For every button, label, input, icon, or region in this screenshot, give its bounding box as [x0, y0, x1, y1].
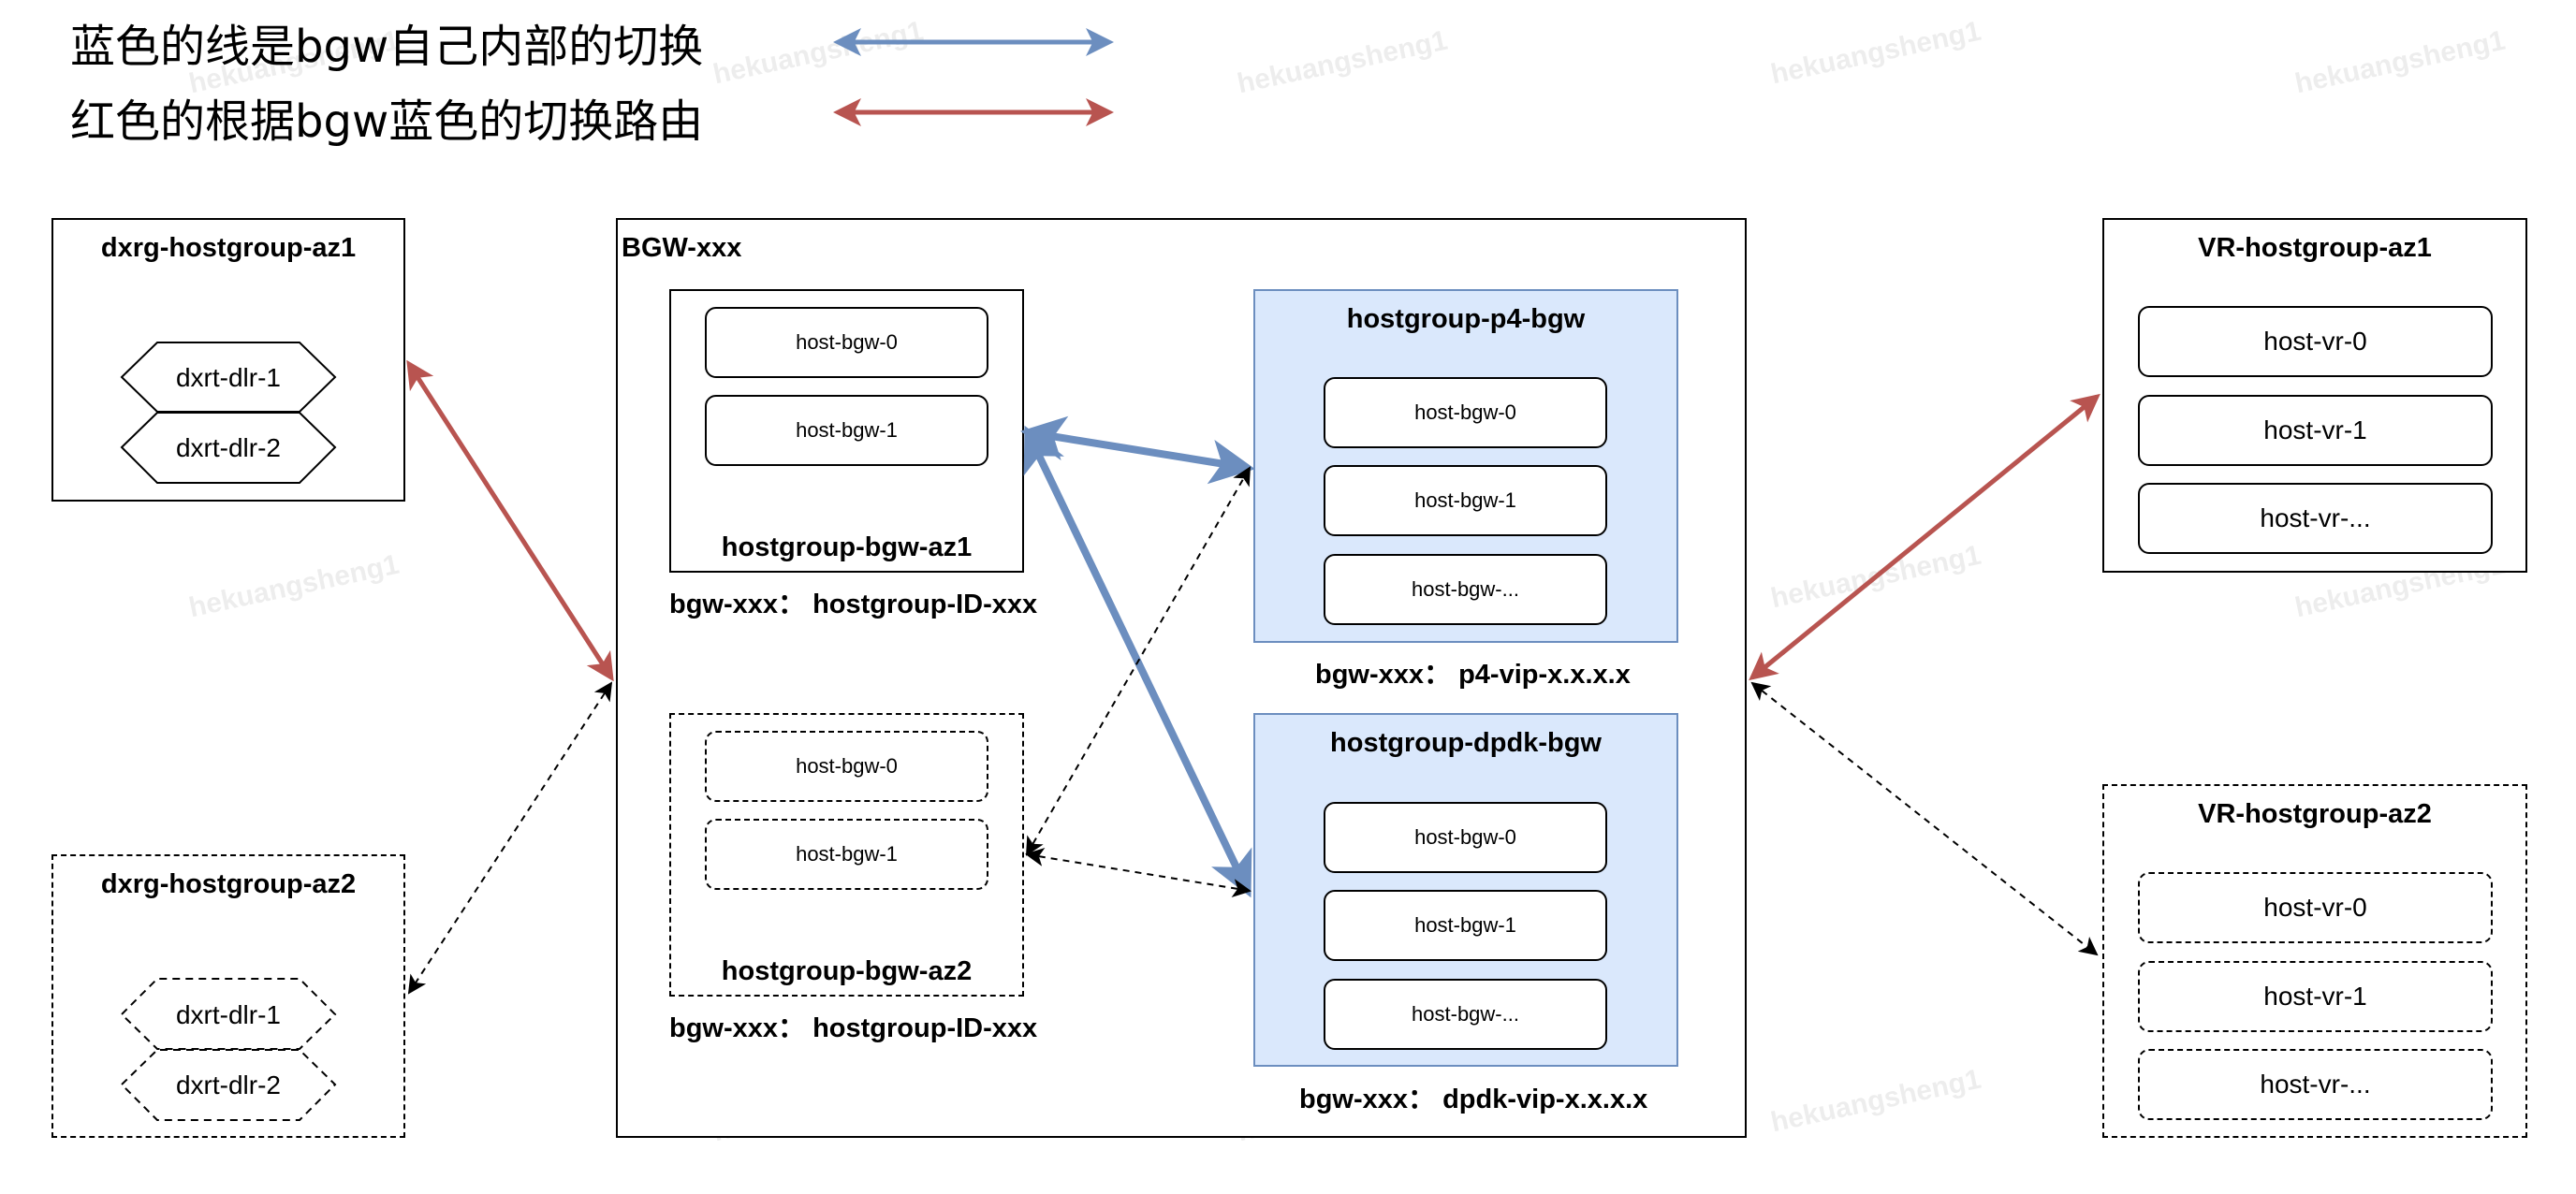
vr-az2-title: VR-hostgroup-az2	[2198, 799, 2432, 829]
p4-caption: bgw-xxx： p4-vip-x.x.x.x	[1315, 660, 1631, 690]
p4-title: hostgroup-p4-bgw	[1346, 304, 1586, 334]
legend-red-text: 红色的根据bgw蓝色的切换路由	[70, 95, 704, 148]
vr-az2-host: host-vr-...	[2138, 1049, 2493, 1120]
p4-host: host-bgw-...	[1324, 554, 1607, 625]
bgw-az1-title: hostgroup-bgw-az1	[721, 532, 973, 562]
p4-host: host-bgw-0	[1324, 377, 1607, 448]
bgw-az2-title: hostgroup-bgw-az2	[721, 956, 973, 986]
dxrg-az1-node: dxrt-dlr-2	[120, 412, 337, 484]
dxrg-az1-node: dxrt-dlr-1	[120, 342, 337, 413]
blue-link-az1-p4	[1020, 415, 1255, 485]
standby-link-dxrg-az2	[407, 681, 613, 995]
dxrg-az2-node-label: dxrt-dlr-1	[176, 1000, 281, 1029]
dpdk-host: host-bgw-0	[1324, 802, 1607, 873]
bgw-az1-host: host-bgw-0	[705, 307, 988, 378]
dxrg-az2-node-label: dxrt-dlr-2	[176, 1070, 281, 1099]
legend-blue-text: 蓝色的线是bgw自己内部的切换	[70, 21, 704, 73]
bgw-title: BGW-xxx	[622, 233, 742, 263]
vr-az1-title: VR-hostgroup-az1	[2198, 233, 2432, 263]
dpdk-host: host-bgw-...	[1324, 979, 1607, 1050]
dxrg-az1-node-label: dxrt-dlr-1	[176, 363, 281, 392]
dpdk-caption: bgw-xxx： dpdk-vip-x.x.x.x	[1299, 1085, 1648, 1114]
red-link-vr-bgw	[1749, 393, 2100, 681]
dpdk-title: hostgroup-dpdk-bgw	[1330, 728, 1602, 758]
bgw-az1-caption: bgw-xxx： hostgroup-ID-xxx	[669, 590, 1038, 619]
bgw-az2-caption: bgw-xxx： hostgroup-ID-xxx	[669, 1013, 1038, 1043]
p4-host: host-bgw-1	[1324, 465, 1607, 536]
standby-link-az2-p4	[1026, 466, 1251, 856]
vr-az1-host: host-vr-...	[2138, 483, 2493, 554]
dpdk-host: host-bgw-1	[1324, 890, 1607, 961]
vr-az2-host: host-vr-0	[2138, 872, 2493, 943]
bgw-az2-host: host-bgw-1	[705, 819, 988, 890]
dxrg-az2-node: dxrt-dlr-1	[120, 978, 337, 1050]
vr-az1-host: host-vr-0	[2138, 306, 2493, 377]
dxrg-az2-node: dxrt-dlr-2	[120, 1049, 337, 1121]
dxrg-az1-node-label: dxrt-dlr-2	[176, 433, 281, 462]
vr-az1-host: host-vr-1	[2138, 395, 2493, 466]
dxrg-az2-title: dxrg-hostgroup-az2	[100, 869, 357, 899]
standby-link-az2-dpdk	[1025, 848, 1251, 897]
vr-az2-host: host-vr-1	[2138, 961, 2493, 1032]
bgw-az2-host: host-bgw-0	[705, 731, 988, 802]
red-link-dxrg-bgw	[406, 359, 614, 682]
dxrg-az1-title: dxrg-hostgroup-az1	[100, 233, 357, 263]
bgw-az1-host: host-bgw-1	[705, 395, 988, 466]
standby-link-vr-az2	[1750, 681, 2099, 956]
